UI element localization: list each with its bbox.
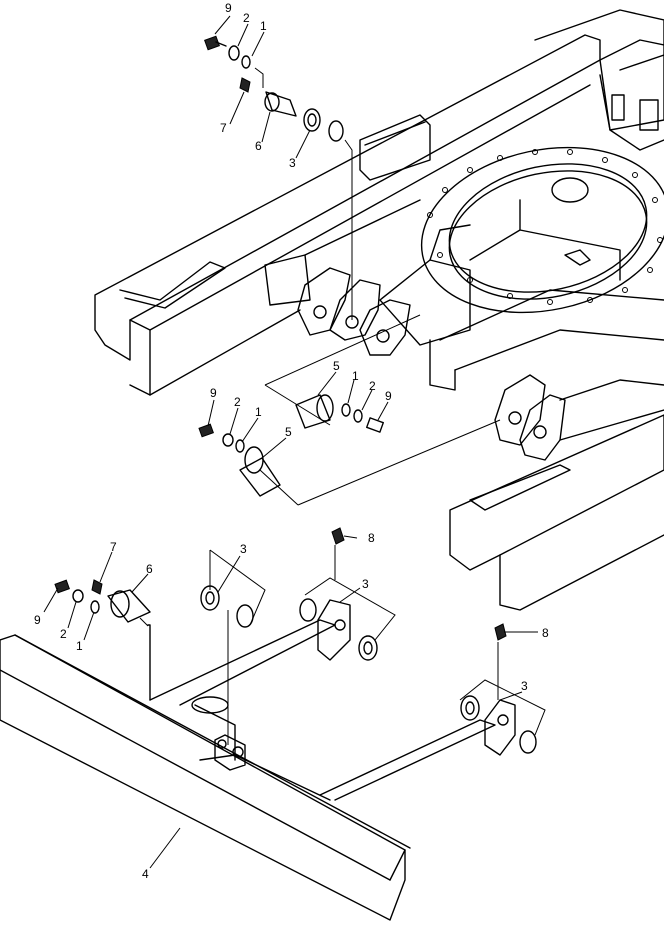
callout-9-top: 9 [225,1,232,15]
callout-3-top: 3 [289,156,296,170]
callout-8-right: 8 [542,626,549,640]
dozer-blade [0,599,516,921]
callout-9-mid: 9 [385,389,392,403]
callout-2-left: 2 [234,395,241,409]
callout-9-blade: 9 [34,613,41,627]
callout-1-mid: 1 [352,369,359,383]
callout-1-top: 1 [260,19,267,33]
callout-2-blade: 2 [60,627,67,641]
callout-leaders [43,15,538,869]
callout-3-pivot: 3 [362,577,369,591]
callout-labels: 9 2 1 7 6 3 5 1 2 9 9 2 1 5 8 3 3 7 6 9 … [34,1,549,881]
callout-4-blade: 4 [142,867,149,881]
upper-pin-group [204,35,353,320]
callout-5-left: 5 [285,425,292,439]
callout-6-blade: 6 [146,562,153,576]
callout-6-top: 6 [255,139,262,153]
callout-3-tube: 3 [240,542,247,556]
callout-2-mid: 2 [369,379,376,393]
track-frame [94,9,664,611]
callout-9-left: 9 [210,386,217,400]
callout-1-left: 1 [255,405,262,419]
blade-fastener-group [54,527,546,754]
callout-5-mid: 5 [333,359,340,373]
callout-7-top: 7 [220,121,227,135]
callout-1-blade: 1 [76,639,83,653]
callout-8-center: 8 [368,531,375,545]
callout-2-top: 2 [243,11,250,25]
callout-7-blade: 7 [110,540,117,554]
middle-pin-group [198,314,501,506]
callout-3-right: 3 [521,679,528,693]
